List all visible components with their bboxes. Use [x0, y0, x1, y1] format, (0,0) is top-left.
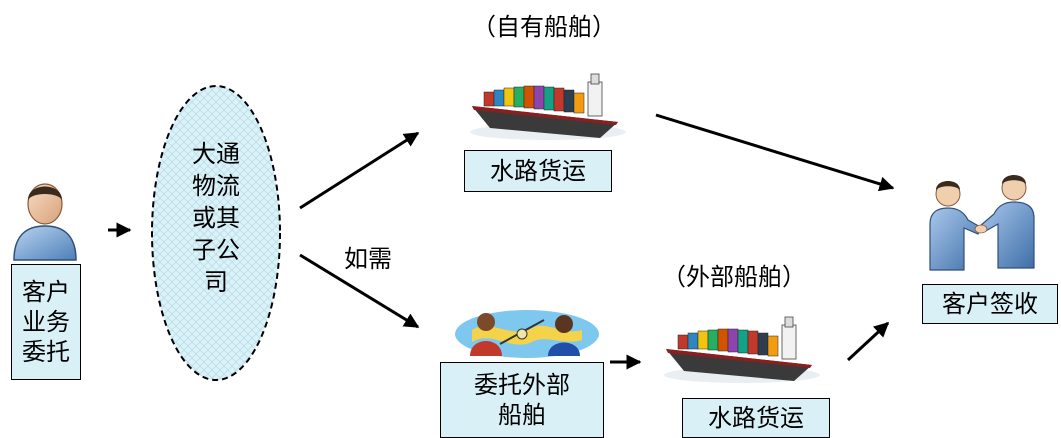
- arrow-external-ship-to-customer: [846, 321, 890, 362]
- arrow-company-to-delegate: [299, 253, 420, 329]
- people-globe-icon: [455, 310, 599, 358]
- container-ship-icon: [664, 316, 820, 383]
- delegate-external-ship-box: 委托外部 船舶: [440, 362, 604, 438]
- arrow-ship-to-customer: [655, 113, 895, 192]
- oval-line: 物流: [192, 172, 240, 200]
- water-freight-top-box: 水路货运: [464, 150, 612, 192]
- water-freight-bottom-label: 水路货运: [708, 404, 804, 432]
- customer-sign-box: 客户签收: [922, 284, 1058, 324]
- container-ship-icon: [470, 73, 626, 140]
- water-freight-bottom-box: 水路货运: [682, 398, 830, 438]
- if-needed-label: 如需: [344, 245, 392, 273]
- delegate-box-line: 委托外部: [474, 371, 570, 399]
- handshake-icon: [929, 175, 1035, 271]
- oval-line: 或其: [192, 204, 240, 232]
- delegate-box-line: 船舶: [498, 401, 546, 429]
- client-request-box: 客户 业务 委托: [11, 264, 81, 380]
- customer-sign-label: 客户签收: [942, 290, 1038, 318]
- oval-line: 司: [204, 268, 228, 296]
- client-box-line: 客户: [22, 278, 70, 306]
- oval-line: 子公: [192, 236, 240, 264]
- water-freight-top-label: 水路货运: [490, 157, 586, 185]
- arrow-company-to-water-freight: [299, 131, 420, 210]
- company-oval-text: 大通 物流 或其 子公 司: [160, 138, 272, 298]
- company-oval: [151, 85, 281, 381]
- client-box-line: 业务: [22, 308, 70, 336]
- own-ship-caption: （自有船舶）: [472, 13, 616, 41]
- client-box-line: 委托: [22, 338, 70, 366]
- oval-line: 大通: [192, 140, 240, 168]
- external-ship-caption: （外部船舶）: [662, 263, 806, 291]
- person-icon: [13, 183, 77, 261]
